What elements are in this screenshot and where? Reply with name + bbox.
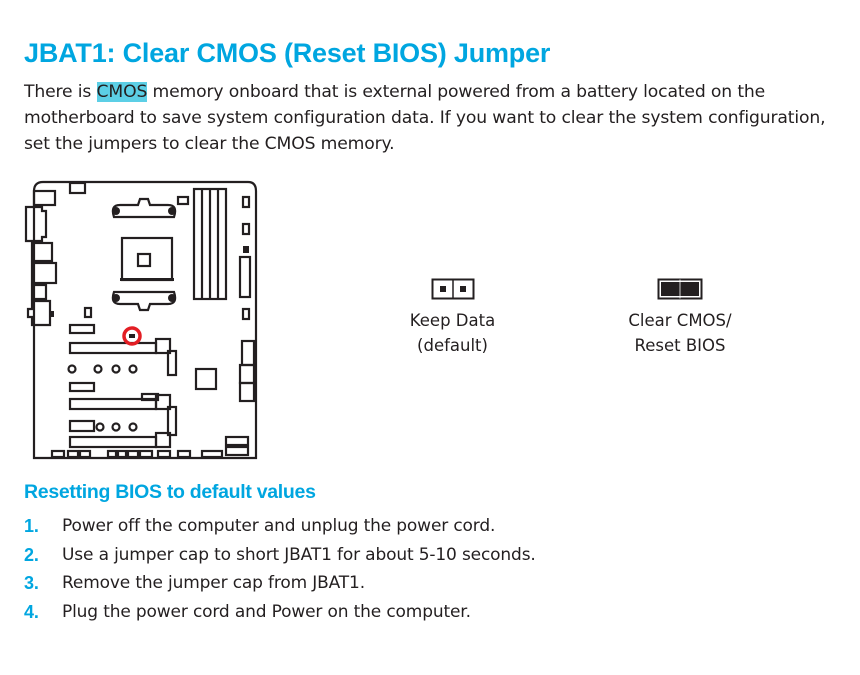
step-text: Remove the jumper cap from JBAT1. xyxy=(62,573,365,593)
jumper-state-clear-cmos: Clear CMOS/ Reset BIOS xyxy=(610,278,750,358)
intro-text-after: memory onboard that is external powered … xyxy=(24,82,826,154)
jumper-open-icon xyxy=(431,278,474,300)
reset-steps-list: 1. Power off the computer and unplug the … xyxy=(24,512,536,626)
intro-paragraph: There is CMOS memory onboard that is ext… xyxy=(24,79,844,157)
step-text: Use a jumper cap to short JBAT1 for abou… xyxy=(62,544,536,565)
jumper-shorted-icon xyxy=(657,278,703,300)
motherboard-layout-icon xyxy=(24,180,258,460)
clear-cmos-sublabel: Reset BIOS xyxy=(634,336,726,355)
step-number: 1. xyxy=(24,516,39,536)
step-item: 3. Remove the jumper cap from JBAT1. xyxy=(24,569,536,598)
keep-data-sublabel: (default) xyxy=(417,336,488,355)
jumper-state-keep-data: Keep Data (default) xyxy=(390,278,515,358)
step-number: 4. xyxy=(24,601,39,622)
step-text: Power off the computer and unplug the po… xyxy=(62,516,496,536)
step-item: 2. Use a jumper cap to short JBAT1 for ab… xyxy=(24,541,536,570)
keep-data-label: Keep Data xyxy=(409,311,496,330)
step-number: 2. xyxy=(24,544,39,565)
section-title: JBAT1: Clear CMOS (Reset BIOS) Jumper xyxy=(24,38,551,68)
step-item: 4. Plug the power cord and Power on the c… xyxy=(24,598,536,627)
step-text: Plug the power cord and Power on the com… xyxy=(62,601,471,622)
jbat1-location-marker xyxy=(122,326,142,346)
cmos-highlight: CMOS xyxy=(96,82,148,102)
clear-cmos-label: Clear CMOS/ xyxy=(628,311,732,330)
board-outline xyxy=(32,180,258,460)
intro-text-before: There is xyxy=(24,82,97,102)
step-number: 3. xyxy=(24,573,39,593)
resetting-heading: Resetting BIOS to default values xyxy=(24,481,316,503)
step-item: 1. Power off the computer and unplug the … xyxy=(24,512,536,541)
